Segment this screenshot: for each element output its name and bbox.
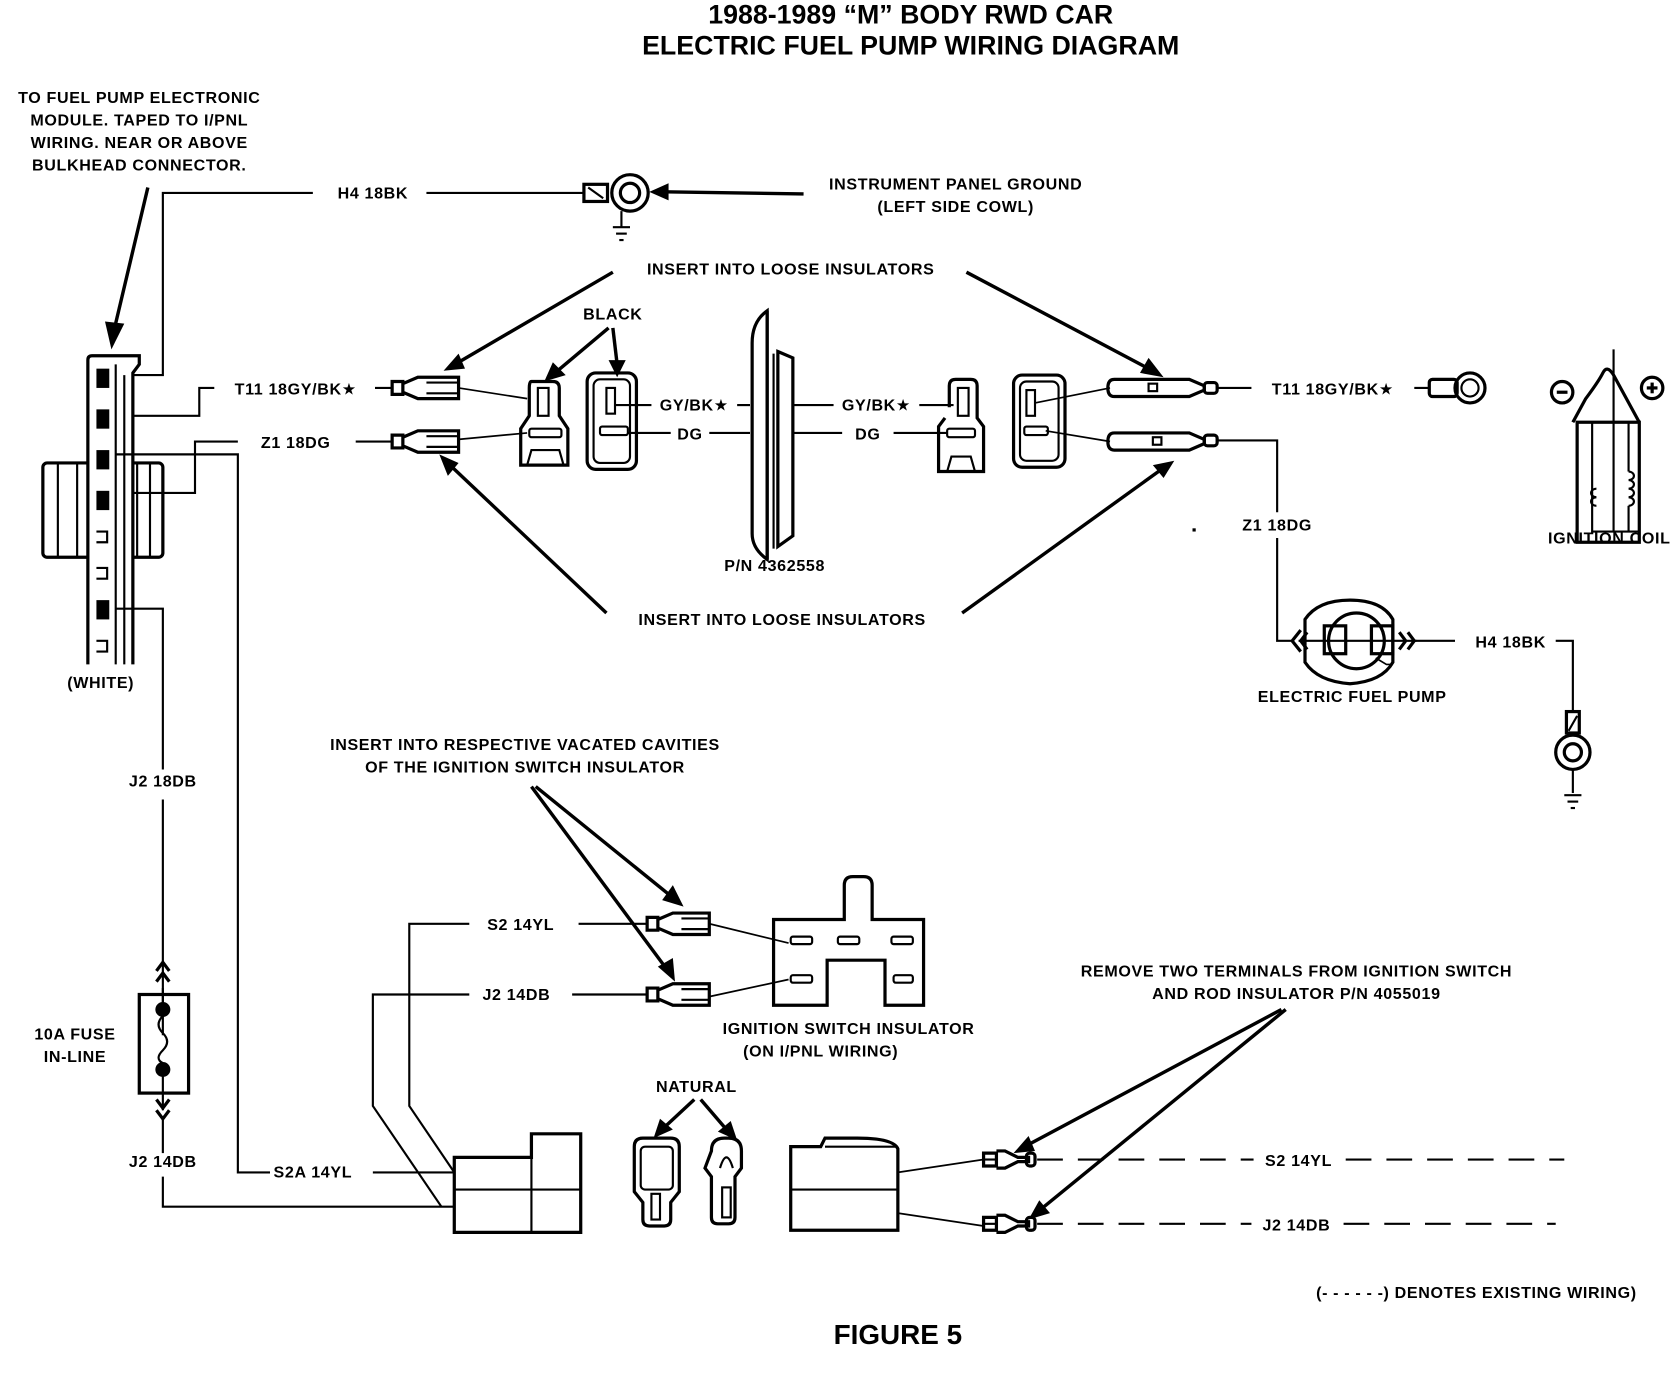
ignition-switch-insulator xyxy=(771,875,926,1007)
wire-j2-14db-to-connector xyxy=(161,1176,455,1208)
wire-label-j2-existing: J2 14DB xyxy=(1262,1216,1330,1234)
ground-symbol-icon xyxy=(612,226,630,242)
black-label: BLACK xyxy=(583,305,642,323)
terminal-z1-left xyxy=(390,429,461,454)
wire-label-j2-14db-fuse: J2 14DB xyxy=(129,1153,197,1171)
wire-t11-module xyxy=(132,386,215,417)
figure-caption: FIGURE 5 xyxy=(834,1319,962,1350)
wire-label-gybk-b: GY/BK★ xyxy=(842,396,911,414)
lead-z1-insulator xyxy=(458,432,528,441)
insert-vacated-arrows xyxy=(530,785,684,982)
instrument-panel-ground-terminal xyxy=(582,173,650,228)
remove-terminals-arrows xyxy=(1013,1007,1287,1220)
insert-loose-top-label: INSERT INTO LOOSE INSULATORS xyxy=(647,260,935,278)
lead-t11-right xyxy=(1034,387,1111,404)
wire-j2-module xyxy=(115,607,164,770)
wire-s2a-module xyxy=(115,453,270,1174)
natural-insulator-a xyxy=(632,1136,681,1228)
remove-terminals-label-1: REMOVE TWO TERMINALS FROM IGNITION SWITC… xyxy=(1081,962,1512,980)
pump-ground-terminal xyxy=(1554,709,1592,794)
terminal-t11-left xyxy=(390,375,461,401)
wire-label-t11-right: T11 18GY/BK★ xyxy=(1272,380,1394,398)
inline-fuse-10a xyxy=(137,959,191,1122)
wire-z1-module xyxy=(132,440,238,495)
module-note-line-4: BULKHEAD CONNECTOR. xyxy=(32,156,246,174)
wire-h4-to-ground xyxy=(1555,639,1574,712)
remove-terminals-label-2: AND ROD INSULATOR P/N 4055019 xyxy=(1152,985,1440,1003)
switch-connector-body xyxy=(452,1132,583,1235)
ign-switch-insulator-label-1: IGNITION SWITCH INSULATOR xyxy=(723,1020,975,1038)
title-line-1: 1988-1989 “M” BODY RWD CAR xyxy=(708,0,1113,30)
rod-insulator-connector xyxy=(789,1136,900,1232)
module-note: TO FUEL PUMP ELECTRONIC MODULE. TAPED TO… xyxy=(18,89,260,175)
grommet-pn-label: P/N 4362558 xyxy=(724,557,825,575)
natural-label: NATURAL xyxy=(656,1078,737,1096)
insert-loose-bottom-arrows xyxy=(439,454,1175,615)
loose-insulator-d xyxy=(1011,373,1067,469)
lead-s2-existing xyxy=(897,1158,984,1174)
wire-h4-18bk-module xyxy=(132,191,313,377)
module-note-line-1: TO FUEL PUMP ELECTRONIC xyxy=(18,89,260,107)
loose-insulator-c xyxy=(936,377,986,474)
insert-vacated-label-1: INSERT INTO RESPECTIVE VACATED CAVITIES xyxy=(330,736,720,754)
wire-label-j2-18db: J2 18DB xyxy=(129,773,197,791)
insert-loose-top-arrows xyxy=(443,270,1164,378)
lead-j2-existing xyxy=(897,1212,984,1227)
speck xyxy=(1192,528,1196,532)
wire-label-gybk-a: GY/BK★ xyxy=(660,396,729,414)
fuse-label-1: 10A FUSE xyxy=(34,1026,115,1044)
wire-z1-right-vertical xyxy=(1217,439,1279,513)
legend-existing-wiring: (- - - - - -) DENOTES EXISTING WIRING) xyxy=(1316,1284,1637,1302)
wire-label-z1-right: Z1 18DG xyxy=(1242,516,1312,534)
ignition-coil xyxy=(1549,349,1665,544)
wire-label-j2-insulator: J2 14DB xyxy=(482,986,550,1004)
terminal-j2-insulator xyxy=(645,982,711,1007)
electric-fuel-pump xyxy=(1290,598,1417,686)
ignition-coil-label: IGNITION COIL xyxy=(1548,529,1671,547)
insert-vacated-label-2: OF THE IGNITION SWITCH INSULATOR xyxy=(365,759,685,777)
wire-label-h4-18bk: H4 18BK xyxy=(338,184,409,202)
wire-label-s2-existing: S2 14YL xyxy=(1265,1152,1332,1170)
natural-arrows xyxy=(653,1098,738,1141)
grommet-pn-4362558 xyxy=(750,307,795,563)
terminal-z1-right xyxy=(1106,431,1219,452)
fuel-pump-module-connector xyxy=(41,354,165,665)
black-insulator-b xyxy=(585,371,639,471)
lead-j2-insulator xyxy=(709,978,789,998)
lead-t11-insulator xyxy=(458,387,528,400)
fuse-label-2: IN-LINE xyxy=(44,1048,106,1066)
ground-symbol-icon xyxy=(1564,794,1582,810)
natural-insulator-b xyxy=(703,1136,744,1226)
title-line-2: ELECTRIC FUEL PUMP WIRING DIAGRAM xyxy=(642,31,1179,61)
wire-z1-to-pump xyxy=(1276,537,1293,642)
wire-label-s2a: S2A 14YL xyxy=(274,1164,353,1182)
wire-label-dg-a: DG xyxy=(677,425,702,443)
terminal-s2-insulator xyxy=(645,911,711,937)
wire-label-s2-insulator: S2 14YL xyxy=(487,916,554,934)
insert-loose-bottom-label: INSERT INTO LOOSE INSULATORS xyxy=(638,611,926,629)
wire-label-h4-pump: H4 18BK xyxy=(1475,633,1546,651)
wire-label-z1-left: Z1 18DG xyxy=(261,434,331,452)
wire-label-t11-left: T11 18GY/BK★ xyxy=(235,380,357,398)
wire-label-dg-b: DG xyxy=(855,425,880,443)
module-note-line-2: MODULE. TAPED TO I/PNL xyxy=(30,111,248,129)
terminal-j2-existing xyxy=(981,1213,1037,1235)
ip-ground-arrow xyxy=(649,183,804,201)
ip-ground-label-1: INSTRUMENT PANEL GROUND xyxy=(829,176,1082,194)
ign-switch-insulator-label-2: (ON I/PNL WIRING) xyxy=(743,1043,898,1061)
lead-z1-right xyxy=(1045,429,1111,443)
ip-ground-label-2: (LEFT SIDE COWL) xyxy=(877,198,1034,216)
loose-insulator-a xyxy=(519,379,570,467)
lead-s2-insulator xyxy=(709,922,789,944)
module-note-line-3: WIRING. NEAR OR ABOVE xyxy=(31,134,248,152)
fuel-pump-label: ELECTRIC FUEL PUMP xyxy=(1258,688,1447,706)
wire-s2-14yl-loop xyxy=(408,922,470,1173)
ring-terminal-t11 xyxy=(1427,371,1487,405)
module-pointer-arrow xyxy=(105,187,150,350)
terminal-t11-right xyxy=(1106,377,1219,399)
wire-j2-14db-loop xyxy=(371,993,470,1208)
module-connector-color-label: (WHITE) xyxy=(67,674,134,692)
terminal-s2-existing xyxy=(981,1149,1037,1170)
